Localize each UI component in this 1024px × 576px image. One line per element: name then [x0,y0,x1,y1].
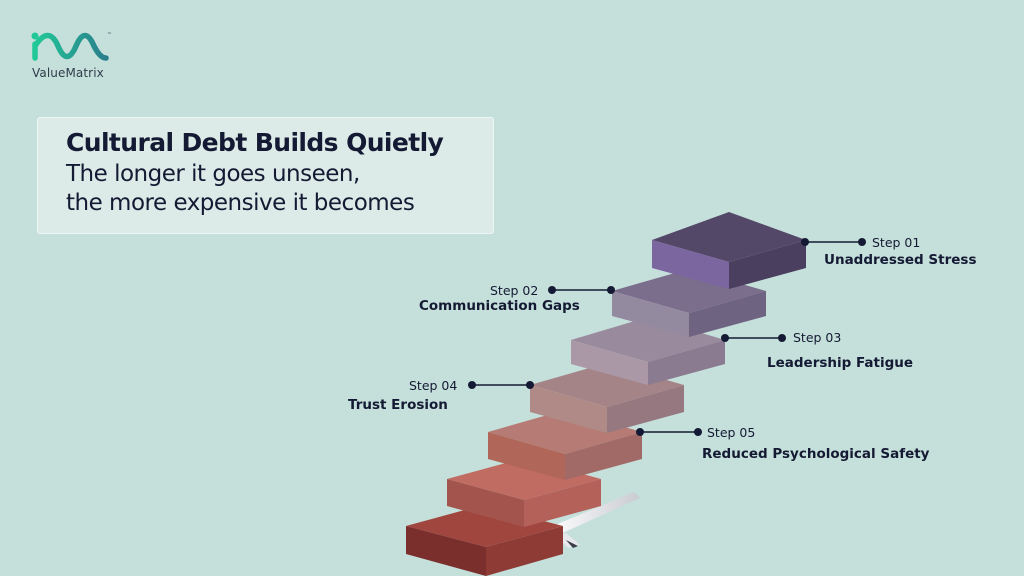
stair-block-3 [571,317,725,385]
connector-step-04 [468,381,534,389]
title-card: Cultural Debt Builds Quietly The longer … [37,117,494,234]
step-04-name: Trust Erosion [348,397,448,413]
valuematrix-logo: ™ ValueMatrix [30,30,120,85]
step-01-name: Unaddressed Stress [824,252,977,268]
connector-step-03 [721,334,786,342]
connector-step-05 [636,428,702,436]
brand-name: ValueMatrix [32,66,104,80]
step-03-number: Step 03 [793,330,842,345]
step-04-number: Step 04 [409,378,458,393]
step-02-number: Step 02 [490,283,539,298]
connector-step-01 [801,238,866,246]
stair-block-6 [447,458,601,527]
step-01-number: Step 01 [872,235,921,250]
stair-block-1 [652,212,806,289]
pencil-shape [548,492,640,536]
step-03-name: Leadership Fatigue [767,355,914,371]
subtitle-line-1: The longer it goes unseen, [66,161,360,187]
pencil-point [566,540,578,548]
step-05-name: Reduced Psychological Safety [702,446,930,462]
step-02-name: Communication Gaps [419,298,580,314]
page-title: Cultural Debt Builds Quietly [66,128,444,157]
trademark-mark: ™ [107,32,112,38]
connector-step-02 [548,286,615,294]
step-05-number: Step 05 [707,425,756,440]
wave-logo-icon [31,32,109,61]
stair-block-7 [406,505,563,576]
subtitle-line-2: the more expensive it becomes [66,190,415,216]
